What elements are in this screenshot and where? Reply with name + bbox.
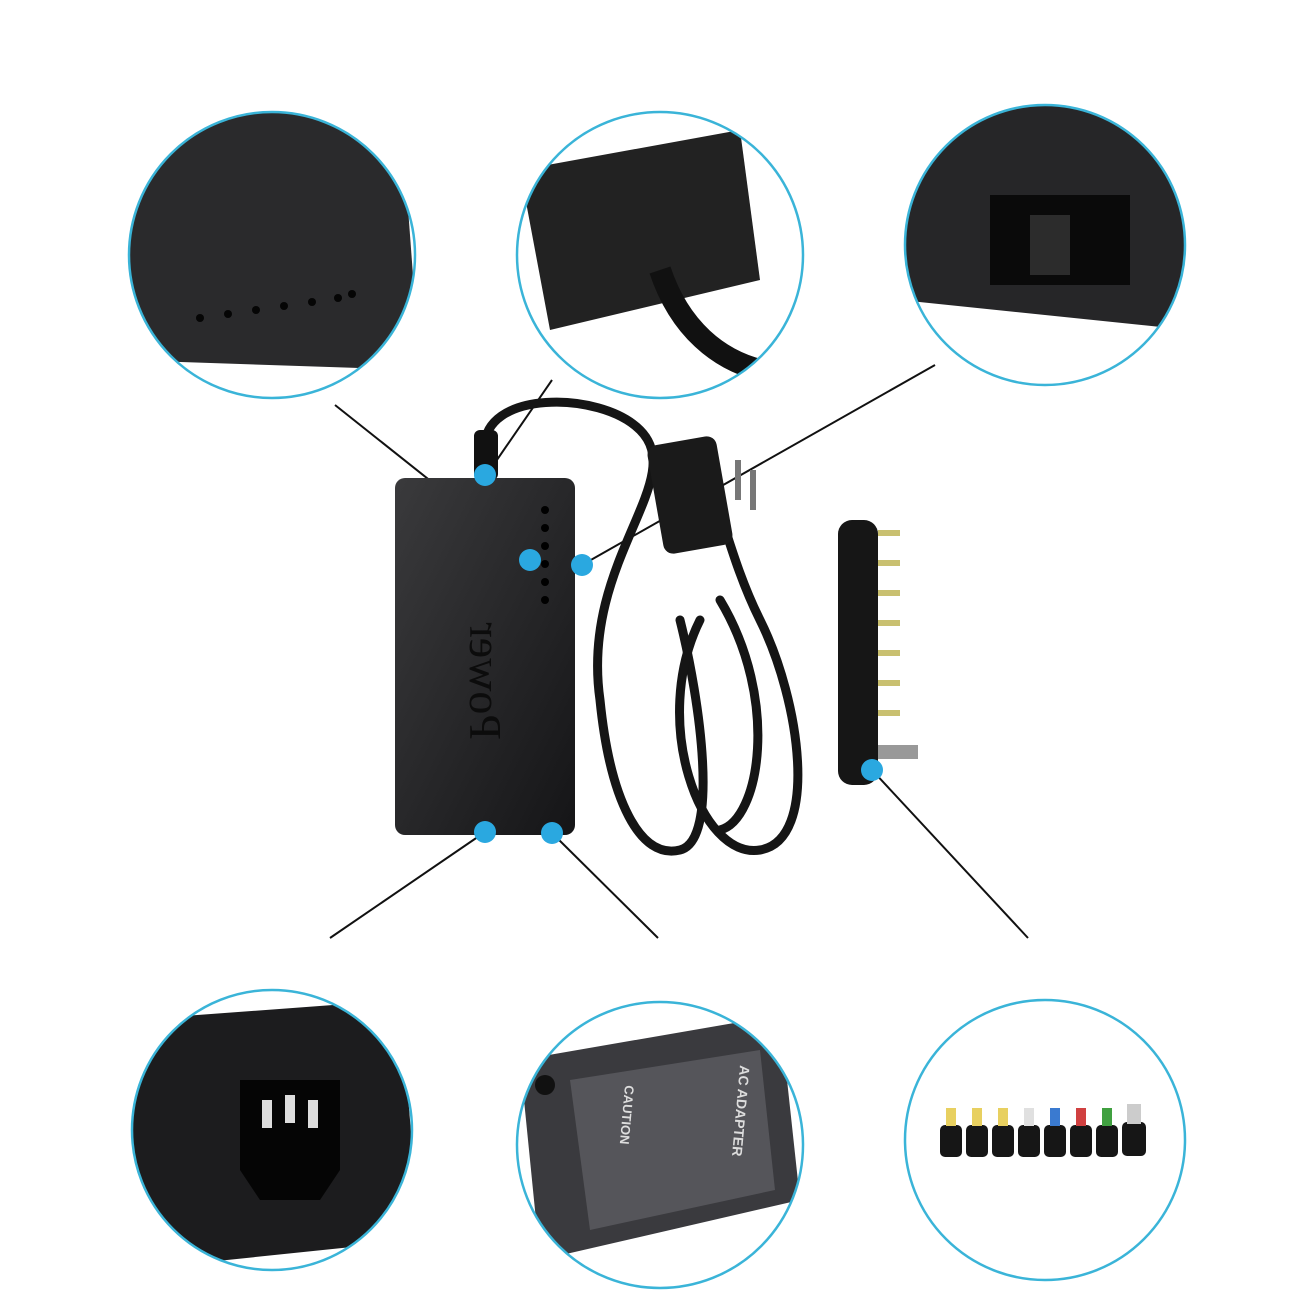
callout-dot: [861, 759, 883, 781]
detail-side-slot: [903, 103, 1187, 387]
ac-plug: [647, 436, 733, 554]
callout-dot: [571, 554, 593, 576]
adapter-body: Power: [395, 430, 575, 835]
callout-dot: [541, 822, 563, 844]
connector-tips: [838, 520, 918, 785]
power-cable: [480, 397, 803, 856]
detail-iec-socket: [130, 988, 414, 1272]
detail-cable-exit: [515, 110, 805, 400]
callout-dot: [519, 549, 541, 571]
callout-dot: [474, 821, 496, 843]
label-caution: CAUTION: [617, 1085, 637, 1145]
detail-rating-label: AC ADAPTER CAUTION: [515, 1000, 805, 1290]
callout-dot: [474, 464, 496, 486]
detail-connector-tips: [903, 998, 1187, 1282]
detail-led-panel: [127, 110, 417, 400]
label-title: AC ADAPTER: [729, 1065, 753, 1157]
brand-text: Power: [460, 622, 511, 740]
callout-dots: [474, 464, 883, 844]
